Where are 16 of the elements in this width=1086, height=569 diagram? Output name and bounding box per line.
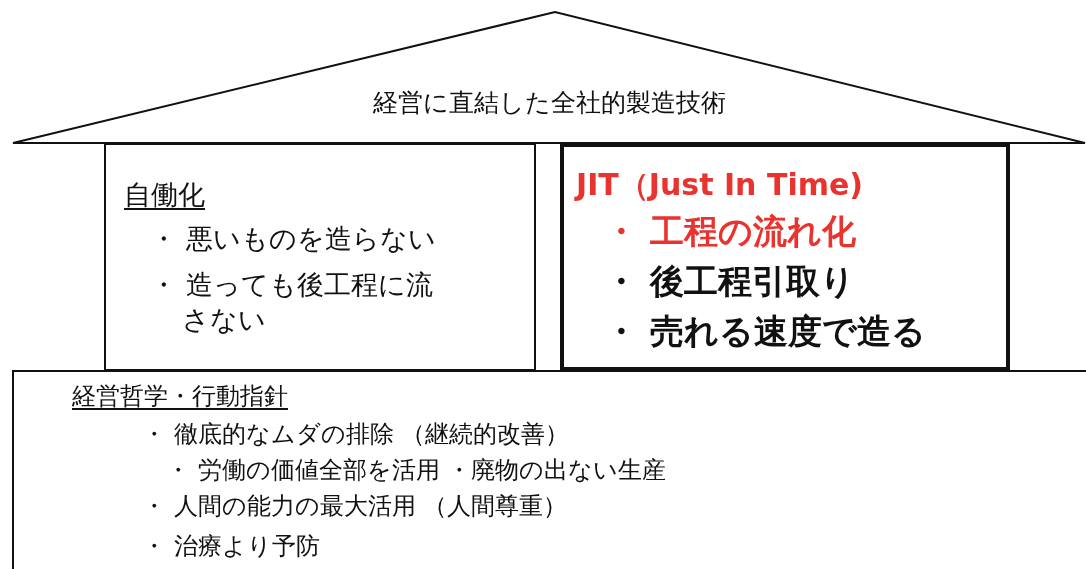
bullet-text: ・ 徹底的なムダの排除 （継続的改善） <box>142 419 570 450</box>
pillar-box <box>560 143 1010 371</box>
bullet-text: ・ 労働の価値全部を活用 ・廃物の出ない生産 <box>166 455 667 486</box>
bullet-text: ・ 造っても後工程に流さない <box>150 268 434 338</box>
bullet-text: ・ 人間の能力の最大活用 （人間尊重） <box>142 491 568 522</box>
heading-text: 自働化 <box>124 178 205 212</box>
bullet-text: ・ 売れる速度で造る <box>604 310 926 353</box>
bullet-text: ・ 工程の流れ化 <box>604 210 856 253</box>
bullet-text: ・ 悪いものを造らない <box>150 222 436 256</box>
pillar-box <box>12 370 1086 569</box>
heading-text: JIT（Just In Time) <box>576 166 863 204</box>
bullet-text: ・ 後工程引取り <box>604 260 855 303</box>
roof-text: 経営に直結した全社的製造技術 <box>372 87 726 119</box>
heading-text: 経営哲学・行動指針 <box>72 381 288 412</box>
pillar-box <box>104 143 536 371</box>
bullet-text: ・ 治療より予防 <box>142 531 320 562</box>
